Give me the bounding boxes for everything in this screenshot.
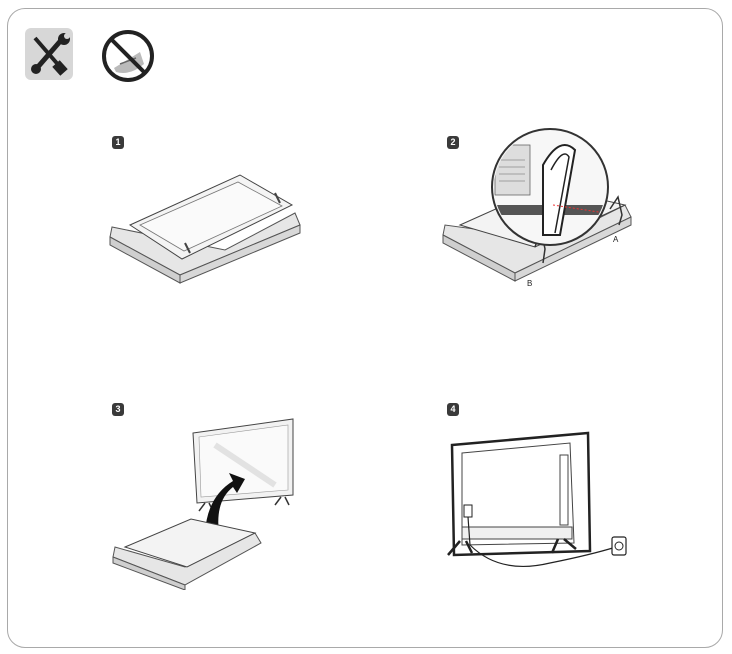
step-2-badge: 2 <box>447 136 459 149</box>
instruction-panel <box>7 8 723 648</box>
step-3-illustration <box>112 418 294 590</box>
step-4-badge: 4 <box>447 403 459 416</box>
step-4-illustration <box>447 431 627 568</box>
step-2-illustration <box>442 128 632 282</box>
wrench-screwdriver-icon <box>25 28 73 80</box>
step-1-badge: 1 <box>112 136 124 149</box>
step-1-illustration <box>109 174 301 284</box>
label-a: A <box>613 235 619 244</box>
step-3-badge: 3 <box>112 403 124 416</box>
no-sharp-surface-icon <box>100 28 156 84</box>
label-b: B <box>527 279 533 288</box>
